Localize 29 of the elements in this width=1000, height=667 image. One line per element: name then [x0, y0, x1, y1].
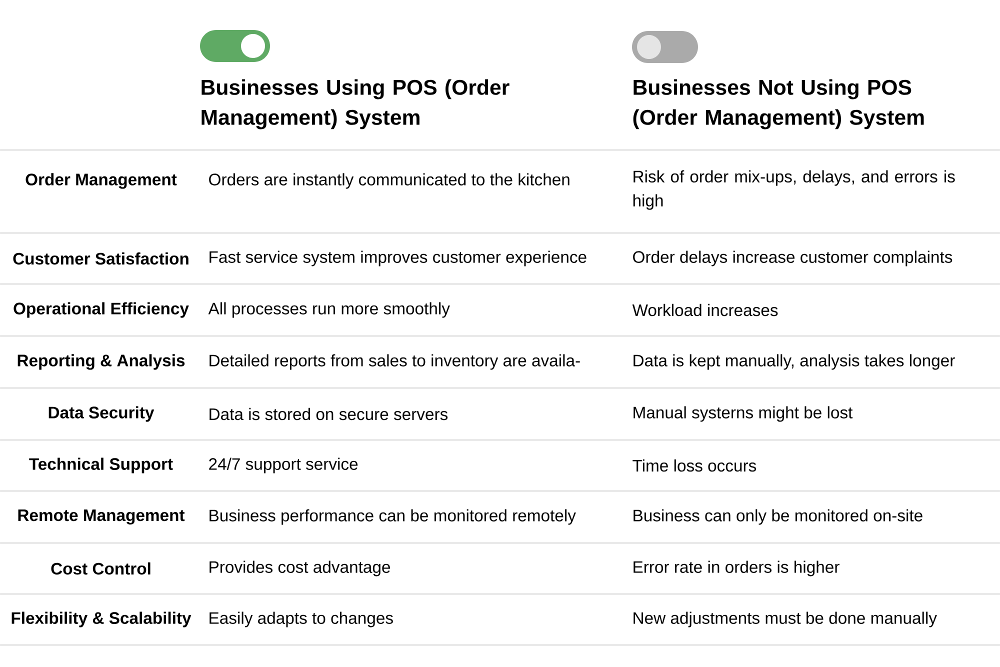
table-cell: Workload increases — [632, 304, 778, 316]
table-cell: Order delays increase customer complaints — [633, 250, 952, 266]
row-label: Technical Support — [29, 458, 173, 474]
table-cell: Data is stored on secure servers — [210, 408, 448, 420]
row-label: Operational Efficiency — [14, 302, 189, 318]
row-label: Remote Management — [18, 510, 185, 524]
table-cell: Detailed reports from sales to inventory are availa- — [210, 354, 580, 370]
table-cell: Business can only be monitored on-site — [634, 509, 922, 525]
table-cell: Error rate in orders is higher — [634, 560, 840, 576]
table-cell: 24/7 support service — [209, 458, 358, 474]
table-cell: Time loss occurs — [632, 459, 756, 472]
table-cell: Manual systerns might be lost — [634, 406, 853, 422]
row-label: Flexibility & Scalability — [12, 612, 192, 628]
table-cell: Orders are instantly communicated to the kitchen — [209, 173, 570, 189]
column-header: Businesses Not Using POS (Order Management) System — [633, 79, 924, 130]
table-cell: All processes run more smoothly — [208, 302, 450, 318]
table-cell: Business performance can be monitored remotely — [210, 509, 576, 525]
table-cell: Fast service system improves customer experience — [210, 250, 586, 266]
table-cell: New adjustments must be done manually — [634, 612, 937, 628]
row-label: Reporting & Analysis — [18, 354, 185, 370]
table-cell: Data is kept manually, analysis takes longer — [634, 354, 955, 370]
row-label: Customer Satisfaction — [13, 252, 188, 265]
row-label: Data Security — [48, 406, 154, 422]
column-header: Businesses Using POS (Order Management) System — [202, 79, 510, 130]
table-cell: Provides cost advantage — [210, 560, 390, 576]
row-label: Order Management — [26, 173, 177, 189]
table-cell: Risk of order mix-ups, delays, and errors is high — [633, 170, 955, 210]
row-label: Cost Control — [51, 562, 150, 575]
table-cell: Easily adapts to changes — [210, 612, 393, 628]
